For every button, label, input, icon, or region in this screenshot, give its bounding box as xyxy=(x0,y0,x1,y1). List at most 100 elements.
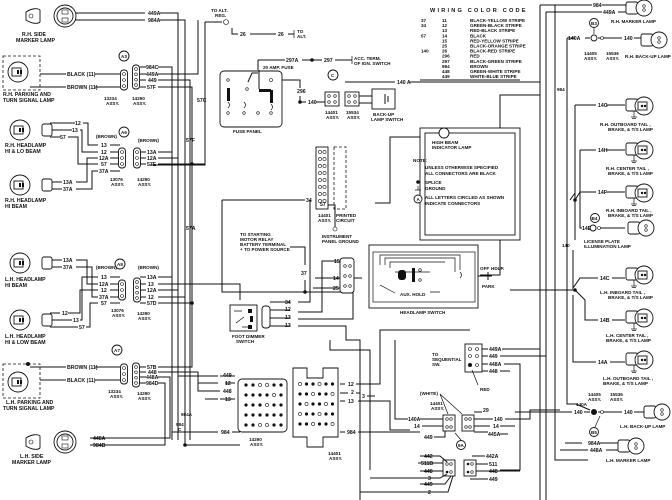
color-code-color: BLACK-ORANGE STRIPE xyxy=(470,44,526,49)
connector-pin xyxy=(318,157,322,161)
color-code-circuit: 37 xyxy=(421,18,427,23)
wire-label: 26 xyxy=(278,32,284,38)
wire-label: 37A xyxy=(63,187,73,193)
wire-label: 140 xyxy=(308,100,317,106)
wire-label: 12 xyxy=(75,121,81,127)
connector-pin xyxy=(330,412,335,416)
connector-pin xyxy=(322,171,327,175)
connector-pin xyxy=(311,412,315,416)
backup-switch-label: BACK-UP xyxy=(373,112,394,117)
wire-label: 140 A xyxy=(397,80,411,86)
assy-label: 14405 xyxy=(588,392,601,397)
wire-label: 13 xyxy=(285,315,291,321)
wire-label: 29 xyxy=(483,408,489,414)
rh-side-marker-label-2: MARKER LAMP xyxy=(16,38,55,44)
wire-label: 57 xyxy=(320,202,326,208)
wire-label: 449A xyxy=(603,10,616,16)
assy-label: ASSY. xyxy=(318,218,331,223)
rh-headlamp-label: R.H. HEADLAMP xyxy=(5,143,47,149)
acc-term-label: ACC. TERM. xyxy=(354,56,381,61)
assy-label: 13076 xyxy=(110,177,123,182)
rh-hi-beam-label: R.H. HEADLAMP xyxy=(5,198,47,204)
connector-pin xyxy=(244,393,248,397)
connector-b3-rh: B3 14405 ASSY. 15536 ASSY. xyxy=(584,18,619,61)
assy-label: ASSY. xyxy=(112,313,125,318)
connector-14290-bulkhead: 14290 ASSY. xyxy=(237,378,288,447)
power-label: BATTERY TERMINAL xyxy=(240,242,286,247)
wire-label: 14E xyxy=(582,226,592,232)
connector-pin xyxy=(244,403,248,407)
assy-label: 15536 xyxy=(610,392,623,397)
connector-pin xyxy=(322,178,327,182)
connector-pin xyxy=(251,403,255,407)
connector-pin xyxy=(258,413,262,417)
connector-9a-label: 9A xyxy=(458,443,465,448)
fuse-rating-label: 20 AMP. FUSE xyxy=(263,65,294,70)
headlamp-switch: AUX. HOLD OFF HDLP. PARK HEADLAMP SWITCH xyxy=(339,244,504,315)
connector-b4-label: B4 xyxy=(592,216,598,221)
color-code-color: GREEN-WHITE STRIPE xyxy=(470,69,521,74)
lamp-label: R.H. CENTER TAIL , xyxy=(606,166,649,171)
rh-parking-label-2: TURN SIGNAL LAMP xyxy=(3,98,55,104)
wire-label: 448A xyxy=(146,375,159,381)
lh-headlamp-hi-low: L.H. HEADLAMP HI & LOW BEAM xyxy=(5,309,53,346)
brown-label: (BROWN) xyxy=(138,265,159,270)
rh-backup-lamp: R.H. BACK-UP LAMP xyxy=(625,31,671,59)
connector-pin xyxy=(251,423,255,427)
connector-pin xyxy=(322,150,327,154)
foot-dimmer-label: FOOT DIMMER xyxy=(232,334,265,339)
connector-pin xyxy=(298,382,302,386)
assy-label: 14405 xyxy=(584,51,597,56)
lh-side-marker-label-2: MARKER LAMP xyxy=(12,460,51,466)
assy-label: 13234 xyxy=(108,389,121,394)
wire-label: 57 xyxy=(79,325,85,331)
color-code-number: 296 xyxy=(442,54,450,59)
connector-pin xyxy=(317,412,322,416)
power-label: MOTOR RELAY xyxy=(240,237,273,242)
lh-headlamp-hi-beam: L.H. HEADLAMP HI BEAM xyxy=(5,252,53,289)
connector-pin xyxy=(279,413,283,417)
wire-label: 140A xyxy=(576,402,588,407)
wire-label: 448A xyxy=(489,362,502,368)
assy-label: ASSY. xyxy=(138,316,151,321)
high-beam-indicator-lamp: HIGH BEAM INDICATOR LAMP xyxy=(432,127,471,150)
splice-icon xyxy=(416,180,420,184)
connector-pin xyxy=(317,422,322,426)
connector-a7-label: A7 xyxy=(114,348,120,353)
assy-label: ASSY. xyxy=(584,56,597,61)
color-code-color: BLACK-RED STRIPE xyxy=(470,49,515,54)
connector-pin xyxy=(317,392,322,396)
wire-label: 34 xyxy=(306,198,312,204)
lamp-label: L.H. OUTBOARD TAIL , xyxy=(603,376,653,381)
wire-label: 449 xyxy=(489,354,498,360)
cluster-pins xyxy=(318,150,327,203)
wire-label: 37A xyxy=(99,169,109,175)
assy-label: ASSY. xyxy=(111,182,124,187)
printed-circuit-label: PRINTED xyxy=(336,213,357,218)
wire-label: BLACK (11) xyxy=(67,378,96,384)
connector-pin xyxy=(265,413,269,417)
foot-dimmer-label-2: SWITCH xyxy=(236,339,255,344)
wire-label: 449A xyxy=(146,72,159,78)
connector-pin xyxy=(324,392,328,396)
power-label: TO STARTING xyxy=(240,232,271,237)
connector-pin xyxy=(244,423,248,427)
wire-label: 12 xyxy=(148,295,154,301)
lh-backup-lamp-label: L.H. BACK-UP LAMP xyxy=(620,424,665,429)
wire-label: 449 xyxy=(424,482,433,488)
assy-label: 15534 xyxy=(346,110,359,115)
rh-marker-lamp-label: R.H. MARKER LAMP xyxy=(611,19,656,24)
color-code-color: RED xyxy=(470,54,480,59)
wire-label: 37A xyxy=(63,265,73,271)
color-code-circuit: 57 xyxy=(421,33,427,38)
connector-pin xyxy=(265,383,269,387)
instrument-panel-ground: INSTRUMENT PANEL GROUND xyxy=(322,226,360,244)
to-sequential-label: SEQUENTIAL xyxy=(432,357,462,362)
connector-pin xyxy=(304,392,309,396)
wire-label: 14 xyxy=(493,424,499,430)
to-alt-label-2: ALT. xyxy=(297,34,306,39)
connector-pin xyxy=(318,171,322,175)
ground-label: INSTRUMENT xyxy=(322,234,352,239)
wire-label: 445A xyxy=(488,432,501,438)
aux-hold-label: AUX. HOLD xyxy=(400,292,426,297)
